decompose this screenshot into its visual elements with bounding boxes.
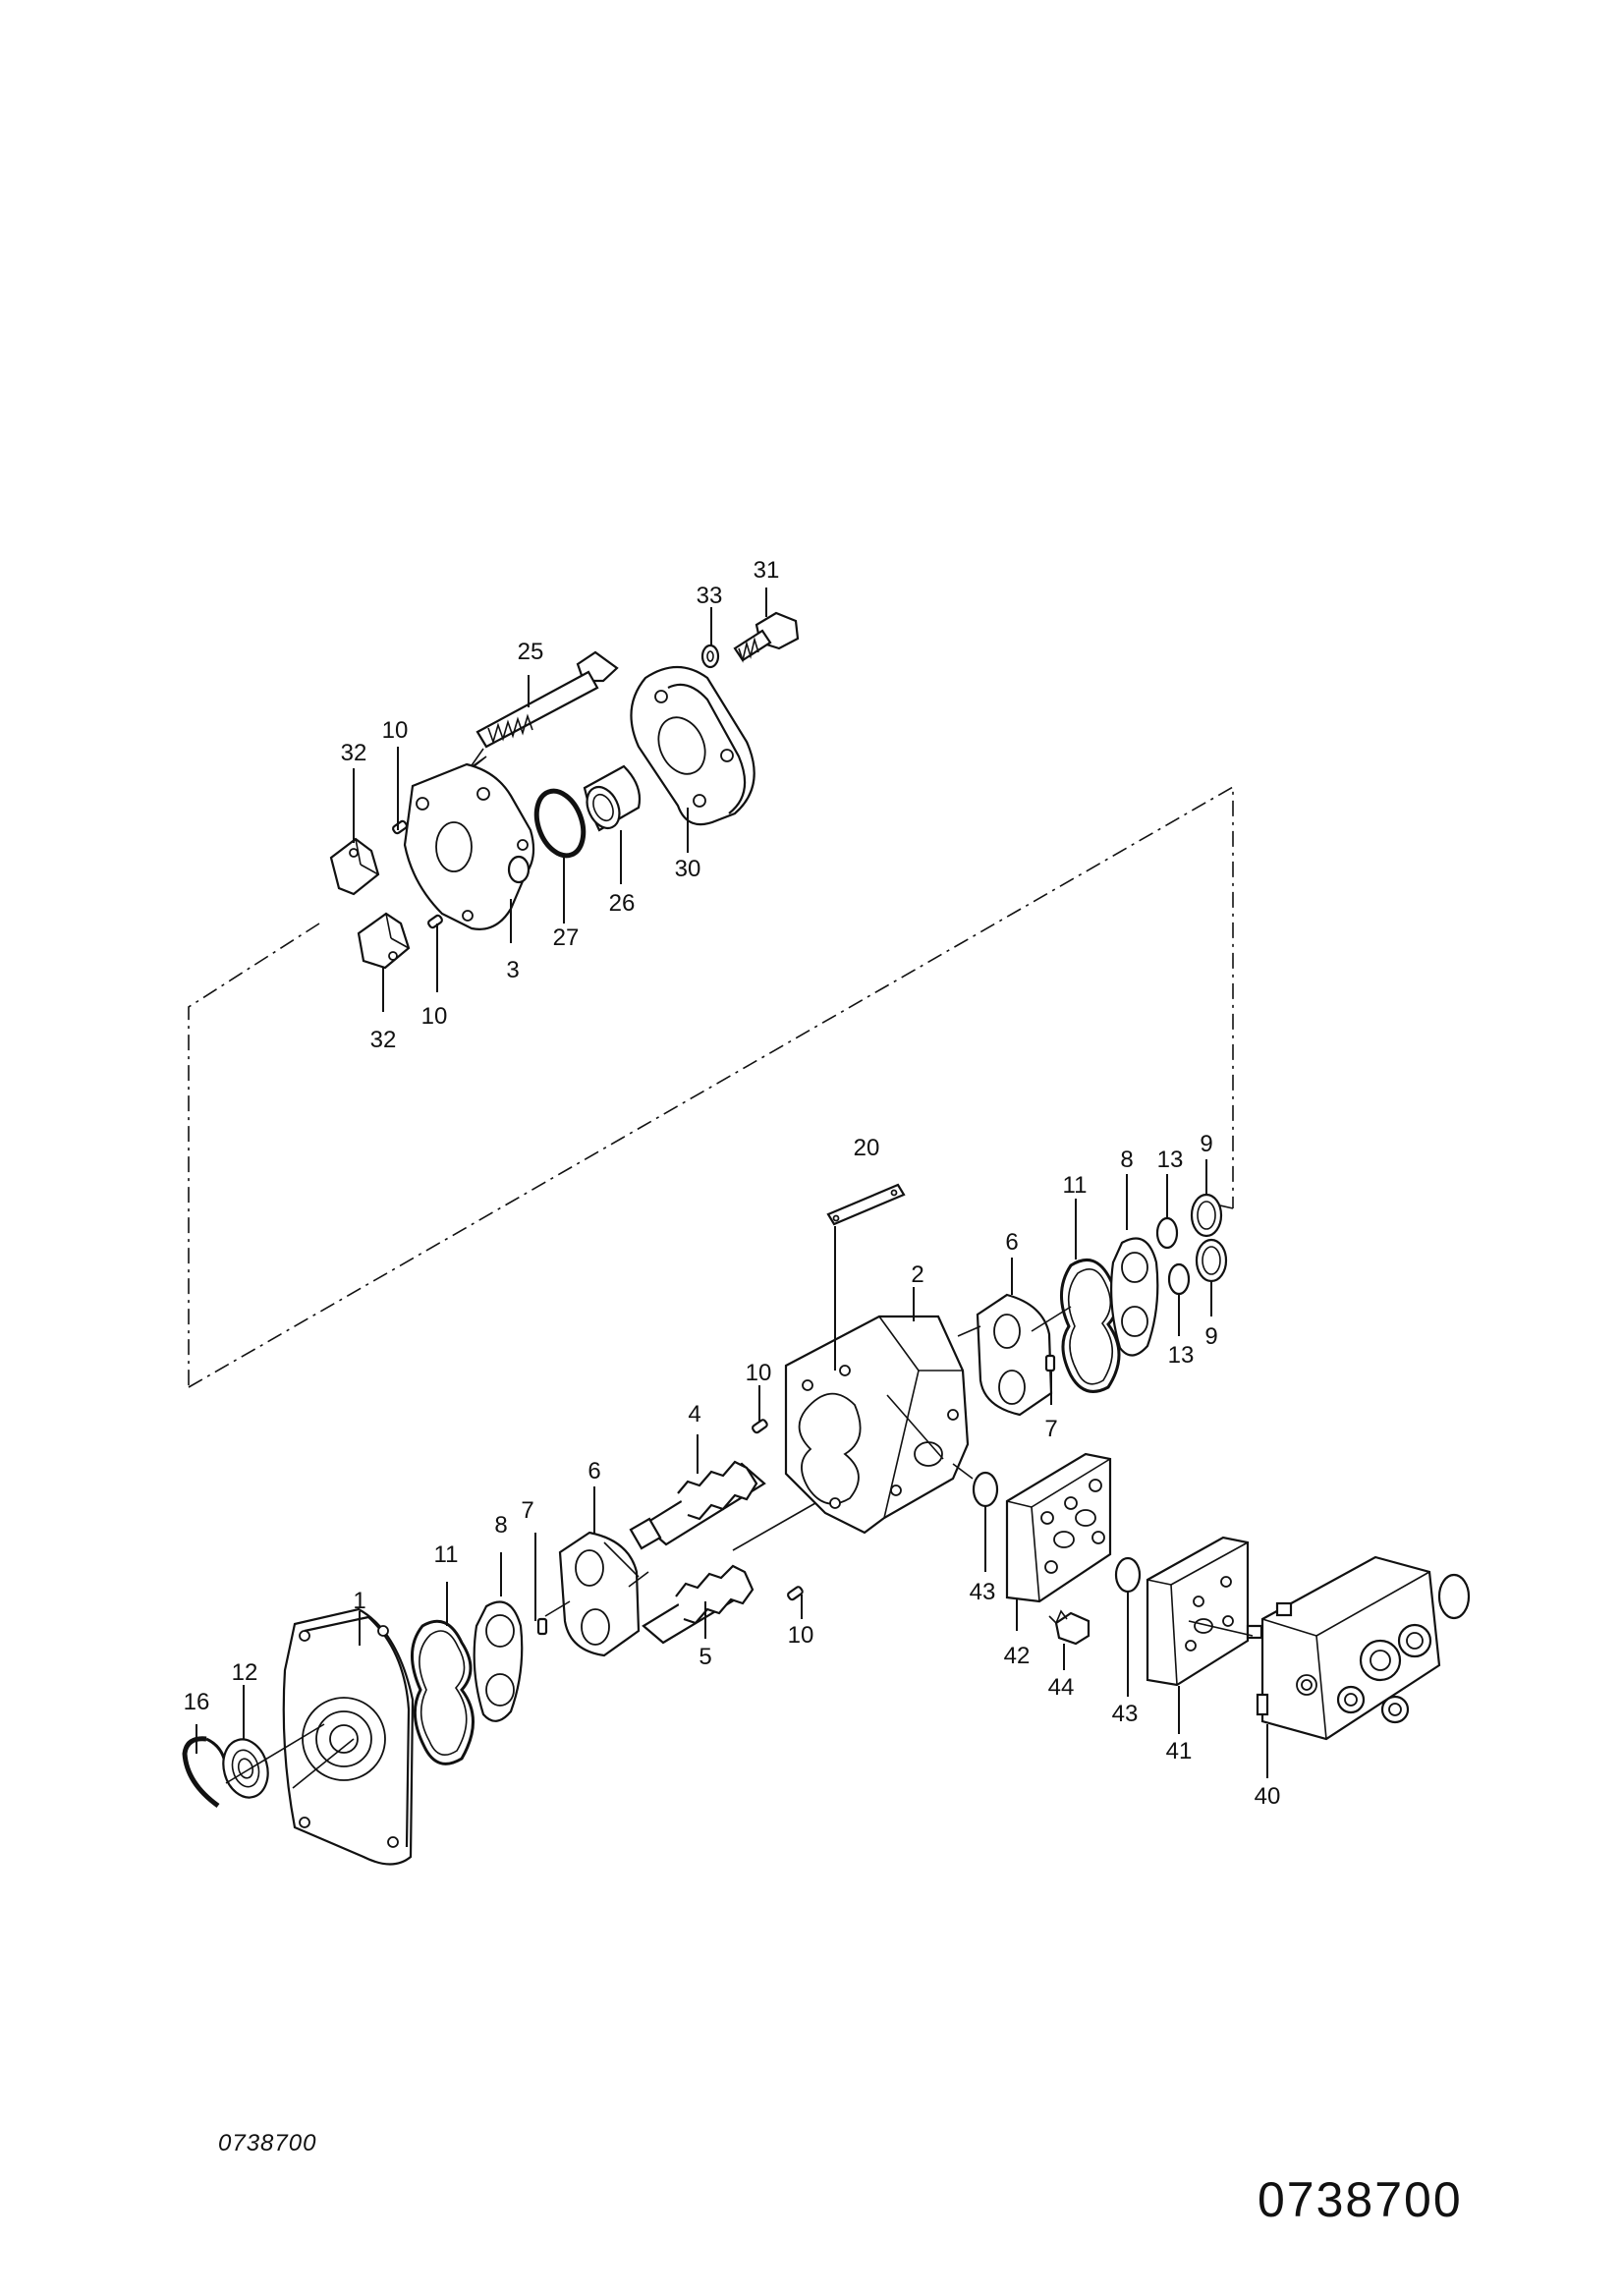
callout-7-upper: 7 (1044, 1416, 1057, 1442)
leader-lines-lower (196, 1159, 1268, 1784)
flange-plate-30 (630, 666, 755, 826)
callout-10-lower: 10 (788, 1622, 814, 1649)
callout-7-lower: 7 (521, 1497, 533, 1524)
plate-20 (826, 1183, 906, 1226)
drive-gear-4 (629, 1460, 766, 1550)
callout-32-lower: 32 (370, 1027, 397, 1053)
cover-3 (403, 762, 535, 930)
bolt-31 (733, 611, 800, 663)
gasket-11-lower (411, 1619, 475, 1765)
callout-9-upper: 9 (1200, 1131, 1212, 1157)
driven-gear-5 (642, 1564, 755, 1645)
callout-11-lower: 11 (434, 1541, 459, 1568)
pin-7-lower (536, 1617, 548, 1636)
o-ring-43-right (1114, 1556, 1142, 1594)
callout-10-upper-lower: 10 (421, 1003, 448, 1030)
callout-10-body: 10 (746, 1360, 772, 1386)
callout-10-upper: 10 (382, 717, 409, 744)
callout-20: 20 (854, 1135, 880, 1161)
callout-3: 3 (506, 957, 519, 983)
callout-8-upper: 8 (1120, 1147, 1133, 1173)
callout-31: 31 (754, 557, 780, 584)
screw-44 (1048, 1609, 1091, 1646)
pin-10-lower-top (752, 1419, 768, 1434)
plate-8-lower (473, 1600, 524, 1722)
plate-8-upper (1110, 1237, 1159, 1357)
callout-44: 44 (1048, 1674, 1075, 1701)
front-cover-1 (282, 1607, 415, 1866)
washer-33 (700, 644, 720, 669)
sleeve-9-lower (1195, 1238, 1228, 1283)
callout-2: 2 (911, 1261, 923, 1288)
bearing-block-6-lower (558, 1531, 641, 1657)
callout-43-left: 43 (970, 1579, 996, 1605)
callout-40: 40 (1255, 1783, 1281, 1810)
callout-13-lower: 13 (1168, 1342, 1195, 1369)
drawing-caption: 0738700 (218, 2130, 317, 2156)
callout-16: 16 (184, 1689, 210, 1715)
callout-6-lower: 6 (587, 1458, 600, 1484)
sleeve-9-upper (1190, 1193, 1223, 1238)
callout-8-lower: 8 (494, 1512, 507, 1539)
callout-labels: 31 33 25 10 32 30 26 27 3 10 32 9 13 8 1… (184, 557, 1281, 1810)
o-ring-13-upper (1155, 1216, 1179, 1250)
callout-1: 1 (353, 1588, 365, 1614)
spacer-plate-41 (1146, 1536, 1250, 1687)
callout-6-upper: 6 (1005, 1229, 1018, 1256)
block-32-lower (357, 912, 411, 970)
callout-43-right: 43 (1112, 1701, 1139, 1727)
callout-11-upper: 11 (1063, 1172, 1088, 1199)
o-ring-13-lower (1167, 1262, 1191, 1296)
callout-42: 42 (1004, 1643, 1031, 1669)
block-32-upper (329, 837, 380, 896)
callout-13-upper: 13 (1157, 1147, 1184, 1173)
pump-body-2 (784, 1315, 970, 1535)
retaining-ring-16 (182, 1736, 228, 1809)
pin-10-lower-bottom (787, 1586, 804, 1601)
callout-25: 25 (518, 639, 544, 665)
callout-4: 4 (688, 1401, 700, 1428)
callout-9-lower: 9 (1204, 1323, 1217, 1350)
gasket-11-upper (1059, 1258, 1121, 1393)
o-ring-43-left (972, 1471, 999, 1508)
valve-block-40 (1246, 1555, 1471, 1741)
collar-26 (583, 764, 642, 832)
callout-26: 26 (609, 890, 636, 917)
leader-lines-upper (353, 588, 767, 1012)
callout-41: 41 (1166, 1738, 1193, 1764)
o-ring-27 (533, 788, 587, 859)
callout-32-upper: 32 (341, 740, 367, 766)
bearing-block-6-upper (976, 1293, 1053, 1417)
assembly-boundary-line (188, 785, 1234, 1388)
callout-27: 27 (553, 924, 580, 951)
callout-5: 5 (699, 1644, 711, 1670)
document-number: 0738700 (1258, 2172, 1463, 2227)
spacer-plate-42 (1005, 1452, 1112, 1603)
pin-7-upper (1044, 1354, 1056, 1372)
callout-12: 12 (232, 1659, 258, 1686)
callout-33: 33 (697, 583, 723, 609)
callout-30: 30 (675, 856, 701, 882)
bolt-25 (461, 650, 619, 777)
seal-12 (222, 1738, 269, 1799)
